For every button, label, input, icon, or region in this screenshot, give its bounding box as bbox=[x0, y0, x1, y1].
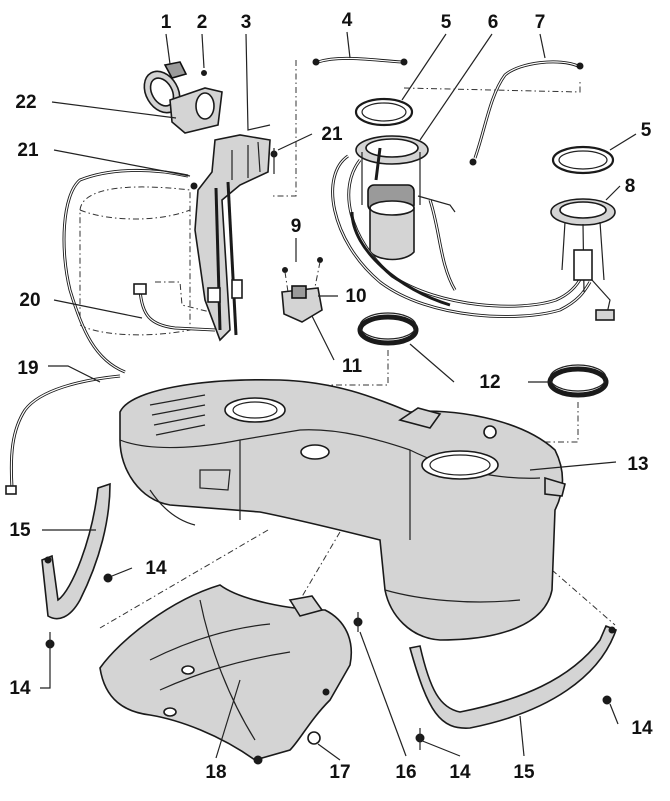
vent-hose-20 bbox=[133, 281, 216, 332]
bolt-14-c bbox=[602, 695, 612, 705]
callout-16: 16 bbox=[395, 762, 416, 783]
callout-20: 20 bbox=[19, 290, 40, 311]
guide-line bbox=[270, 60, 297, 197]
strap-15-right bbox=[408, 624, 618, 729]
filler-neck bbox=[194, 134, 271, 342]
callout-14-left-upper: 14 bbox=[145, 558, 167, 579]
bolt-14-a bbox=[103, 573, 113, 583]
nut bbox=[253, 755, 263, 765]
callout-9: 9 bbox=[291, 216, 302, 237]
fuel-tank bbox=[119, 378, 566, 641]
callout-21-left: 21 bbox=[17, 140, 39, 161]
vent-line-4 bbox=[312, 56, 408, 66]
seal-5-left bbox=[354, 97, 414, 127]
nut-17 bbox=[307, 731, 321, 745]
canister-outline bbox=[79, 186, 191, 336]
leader-lines bbox=[40, 31, 637, 761]
clip bbox=[322, 688, 330, 696]
fuel-sender-8 bbox=[550, 198, 616, 321]
callout-15-right: 15 bbox=[513, 762, 535, 783]
bolt-9-b bbox=[317, 257, 323, 263]
callout-14-bottom: 14 bbox=[449, 762, 471, 783]
callout-14-right: 14 bbox=[631, 718, 653, 739]
callout-3: 3 bbox=[241, 12, 252, 33]
callout-21-right: 21 bbox=[321, 124, 343, 145]
callout-2: 2 bbox=[197, 12, 208, 33]
heat-shield bbox=[99, 584, 352, 761]
fuel-pump-unit bbox=[355, 135, 456, 261]
callout-4: 4 bbox=[342, 10, 353, 31]
callout-6: 6 bbox=[488, 12, 499, 33]
callout-1: 1 bbox=[161, 12, 172, 33]
callout-5-top: 5 bbox=[441, 12, 452, 33]
fuel-hose-bundle bbox=[331, 154, 592, 318]
callout-11: 11 bbox=[342, 356, 363, 377]
callout-8: 8 bbox=[625, 176, 636, 197]
valve-10 bbox=[281, 285, 323, 323]
bolt-21-left bbox=[190, 182, 198, 190]
callout-13: 13 bbox=[627, 454, 648, 475]
filler-cap-assembly bbox=[143, 61, 223, 134]
callout-18: 18 bbox=[205, 762, 226, 783]
seal-12-lower bbox=[547, 364, 609, 398]
bolt-9-a bbox=[282, 267, 288, 273]
filler-screw bbox=[201, 70, 207, 76]
callout-10: 10 bbox=[345, 286, 366, 307]
callout-5-right: 5 bbox=[641, 120, 652, 141]
callout-7: 7 bbox=[535, 12, 546, 33]
callout-15-left: 15 bbox=[9, 520, 31, 541]
callout-14-left-lower: 14 bbox=[9, 678, 31, 699]
callout-22: 22 bbox=[15, 92, 36, 113]
seal-12-upper bbox=[357, 312, 419, 346]
callout-17: 17 bbox=[329, 762, 350, 783]
bracket bbox=[288, 595, 324, 617]
strap-15-left bbox=[41, 482, 111, 620]
callout-19: 19 bbox=[17, 358, 38, 379]
seal-5-right bbox=[551, 145, 615, 175]
callout-12: 12 bbox=[479, 372, 500, 393]
vent-line-7 bbox=[469, 60, 584, 166]
breather-line-19 bbox=[5, 168, 189, 495]
